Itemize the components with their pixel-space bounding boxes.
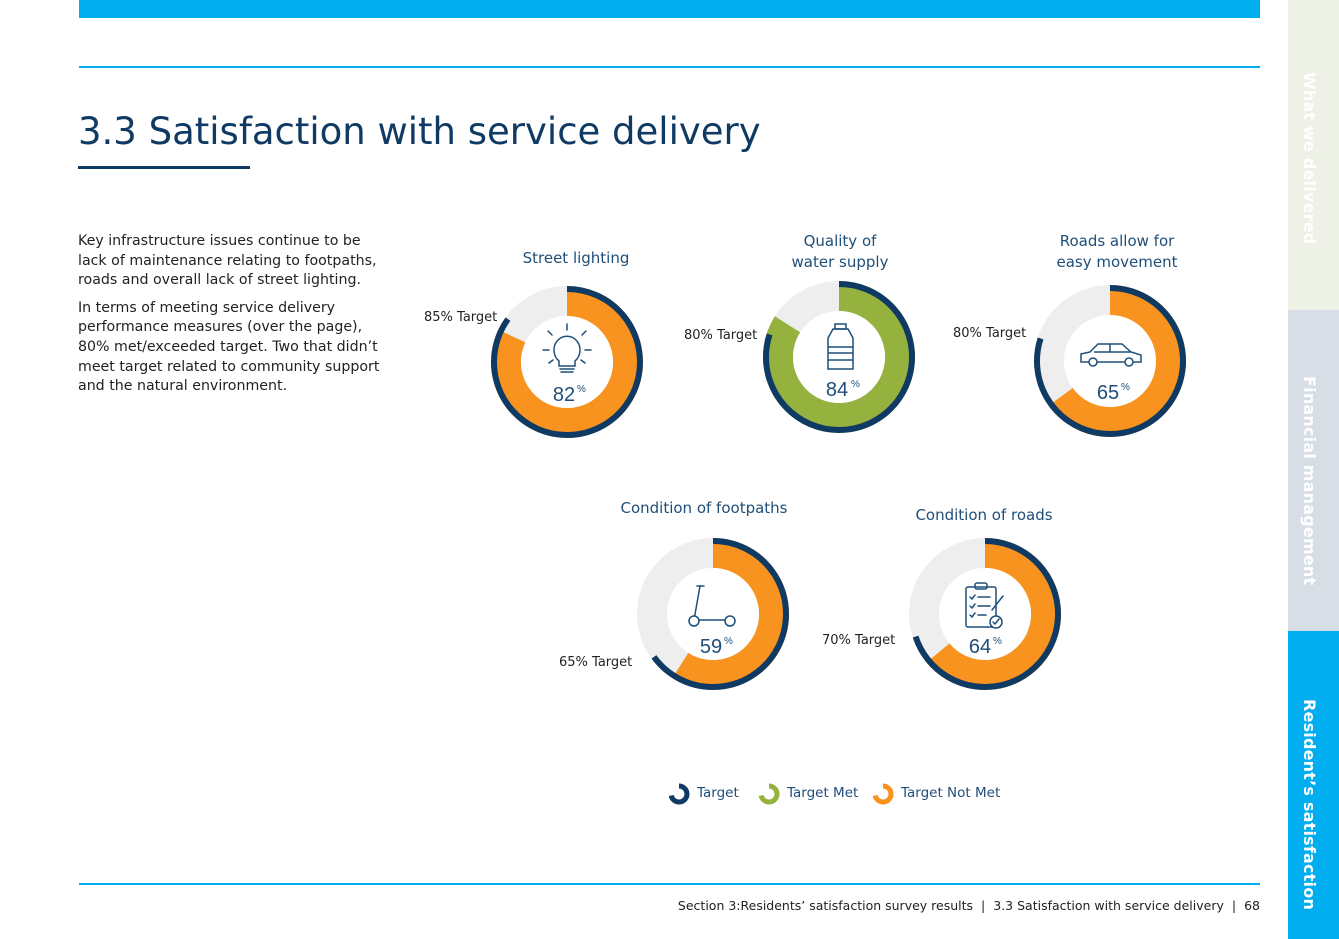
- value-label-footpaths: 59 %: [700, 636, 733, 658]
- value-footpaths: 59: [700, 636, 722, 658]
- intro-paragraph-2: In terms of meeting service delivery per…: [78, 299, 380, 395]
- value-label-roads-condition: 64 %: [969, 636, 1002, 658]
- water-bottle-icon: [827, 323, 854, 370]
- legend-swatch-target-not-met: [872, 783, 894, 805]
- chart-title-street-lighting: Street lighting: [522, 249, 630, 267]
- percent-street-lighting: %: [577, 384, 586, 395]
- intro-paragraph-1: Key infrastructure issues continue to be…: [78, 233, 377, 289]
- chart-title-water-supply-line2: water supply: [791, 253, 889, 271]
- footer-section: Section 3:Residents’ satisfaction survey…: [677, 898, 974, 913]
- intro-text: Key infrastructure issues continue to be…: [78, 232, 388, 405]
- target-label-water-supply: 80% Target: [684, 328, 758, 343]
- target-label-roads-movement: 80% Target: [953, 326, 1027, 341]
- donut-value-arc-water-supply: [763, 281, 915, 433]
- target-label-street-lighting: 85% Target: [424, 310, 498, 325]
- percent-footpaths: %: [724, 636, 733, 647]
- footer-page-number: 68: [1244, 898, 1260, 913]
- side-tab-label: Resident’s satisfaction: [1300, 699, 1319, 911]
- title-underline: [78, 166, 250, 169]
- lightbulb-icon: [542, 323, 592, 373]
- donut-target-arc-roads-movement: [1034, 285, 1186, 437]
- clipboard-checklist-icon: [965, 582, 1004, 629]
- value-label-water-supply: 84 %: [826, 379, 860, 401]
- donut-center-roads-condition: [939, 568, 1031, 660]
- side-tab-residents-satisfaction[interactable]: Resident’s satisfaction: [1288, 631, 1339, 939]
- chart-title-roads-condition: Condition of roads: [915, 506, 1053, 524]
- value-water-supply: 84: [826, 379, 848, 401]
- donut-target-arc-street-lighting: [491, 286, 643, 438]
- footer: Section 3:Residents’ satisfaction survey…: [678, 898, 1260, 913]
- donut-value-arc-roads-movement: [1048, 285, 1186, 437]
- percent-water-supply: %: [851, 379, 860, 390]
- side-tab-label: Financial management: [1300, 376, 1319, 586]
- chart-title-roads-movement: Roads allow for easy movement: [1027, 231, 1207, 273]
- donut-target-arc-roads-condition: [912, 538, 1061, 690]
- percent-roads-condition: %: [993, 636, 1002, 647]
- donut-value-arc-footpaths: [672, 538, 789, 690]
- scooter-icon: [688, 585, 736, 627]
- side-tab-label: What we delivered: [1300, 72, 1319, 245]
- page-title: 3.3 Satisfaction with service delivery: [78, 110, 761, 153]
- legend-label-target-met: Target Met: [787, 785, 859, 801]
- value-roads-movement: 65: [1097, 382, 1119, 404]
- value-roads-condition: 64: [969, 636, 991, 658]
- chart-title-roads-movement-line2: easy movement: [1056, 253, 1178, 271]
- donut-center-water-supply: [793, 311, 885, 403]
- value-label-roads-movement: 65 %: [1097, 382, 1130, 404]
- side-tab-financial-management[interactable]: Financial management: [1288, 310, 1339, 631]
- footer-separator: |: [1231, 898, 1237, 913]
- header-rule: [79, 66, 1260, 68]
- footer-separator: |: [981, 898, 986, 913]
- chart-title-roads-movement-line1: Roads allow for: [1059, 232, 1175, 250]
- car-icon: [1080, 343, 1142, 367]
- donut-target-arc-water-supply: [763, 281, 915, 433]
- footer-rule: [79, 883, 1260, 885]
- chart-title-footpaths: Condition of footpaths: [620, 499, 788, 517]
- side-tab-what-we-delivered[interactable]: What we delivered: [1288, 0, 1339, 310]
- legend-swatch-target: [668, 783, 690, 805]
- value-street-lighting: 82: [553, 384, 575, 406]
- donut-center-footpaths: [667, 568, 759, 660]
- chart-title-water-supply-line1: Quality of: [803, 232, 877, 250]
- legend-swatch-target-met: [758, 783, 780, 805]
- donut-value-arc-street-lighting: [491, 286, 643, 438]
- donut-target-arc-footpaths: [651, 538, 789, 690]
- donut-value-arc-roads-condition: [926, 538, 1061, 690]
- footer-subsection: 3.3 Satisfaction with service delivery: [993, 898, 1224, 913]
- legend-label-target: Target: [697, 785, 739, 801]
- percent-roads-movement: %: [1121, 382, 1130, 393]
- value-label-street-lighting: 82 %: [553, 384, 586, 406]
- top-accent-bar: [79, 0, 1260, 18]
- donut-center-street-lighting: [521, 316, 613, 408]
- donut-center-roads-movement: [1064, 315, 1156, 407]
- target-label-roads-condition: 70% Target: [822, 633, 896, 648]
- target-label-footpaths: 65% Target: [559, 655, 633, 670]
- chart-title-water-supply: Quality of water supply: [760, 231, 920, 273]
- legend-label-target-not-met: Target Not Met: [901, 785, 1001, 801]
